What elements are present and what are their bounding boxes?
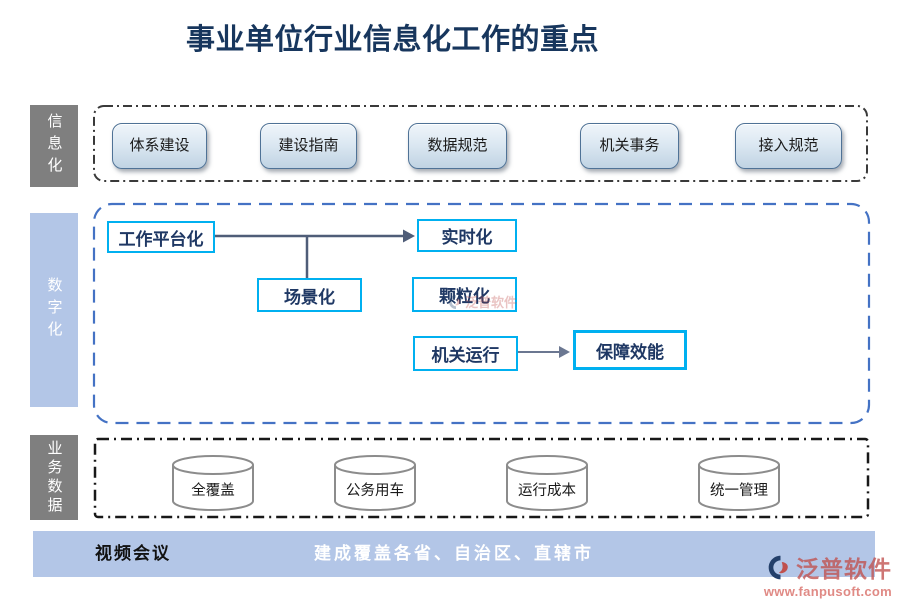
bottom-bar-video-conference-label: 视频会议 (95, 544, 171, 563)
arrowhead-efficiency (559, 346, 570, 358)
node-agency-operation: 机关运行 (413, 336, 518, 371)
cylinder-operating-cost: 运行成本 (504, 453, 590, 511)
bottom-bar: 视频会议 建成覆盖各省、自治区、直辖市 (33, 531, 875, 577)
node-realtime: 实时化 (417, 219, 517, 252)
page-title: 事业单位行业信息化工作的重点 (186, 24, 600, 56)
pill-data-standard: 数据规范 (408, 123, 507, 169)
cylinder-label: 公务用车 (346, 482, 404, 499)
cylinder-unified-management: 统一管理 (696, 453, 782, 511)
pill-access-standard: 接入规范 (735, 123, 842, 169)
watermark-brand-name: 泛普软件 (465, 295, 518, 310)
sidebar-item-informatization: 信息化 (30, 105, 78, 187)
sidebar-item-business-data: 业务数据 (30, 435, 78, 520)
pill-agency-affairs: 机关事务 (580, 123, 679, 169)
cylinder-label: 运行成本 (518, 482, 576, 499)
brand-block: 泛普软件 www.fanpusoft.com (742, 550, 892, 599)
sidebar-item-digitalization: 数字化 (30, 213, 78, 407)
cylinder-label: 全覆盖 (191, 482, 235, 499)
arrowhead-realtime (403, 229, 415, 243)
watermark: 泛普软件 (448, 292, 517, 311)
brand-website: www.fanpusoft.com (763, 584, 892, 599)
cylinder-official-vehicles: 公务用车 (332, 453, 418, 511)
pill-construction-guide: 建设指南 (260, 123, 357, 169)
cylinder-label: 统一管理 (710, 482, 768, 499)
fanpu-logo-icon (768, 555, 788, 579)
cylinder-full-coverage: 全覆盖 (170, 453, 256, 511)
node-scene: 场景化 (257, 278, 362, 312)
node-work-platform: 工作平台化 (107, 221, 215, 253)
fanpu-logo-icon (449, 294, 461, 309)
pill-system-construction: 体系建设 (112, 123, 207, 169)
brand-name: 泛普软件 (796, 556, 892, 582)
bottom-bar-message: 建成覆盖各省、自治区、直辖市 (314, 544, 594, 563)
node-support-efficiency: 保障效能 (573, 330, 687, 370)
